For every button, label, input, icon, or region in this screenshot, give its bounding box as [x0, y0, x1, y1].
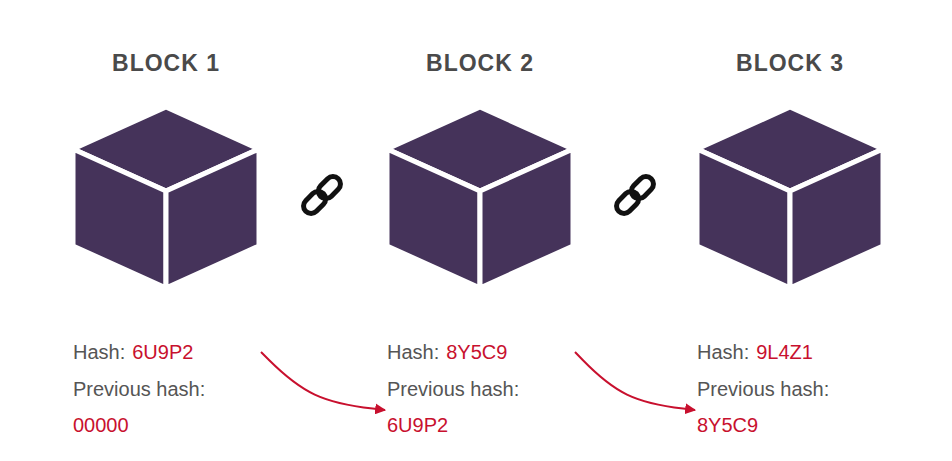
chain-ring [628, 173, 656, 201]
block-heading: BLOCK 1 [71, 50, 261, 77]
cube-face [790, 149, 883, 288]
hash-row: Hash: 6U9P2 [73, 340, 200, 364]
block-heading: BLOCK 3 [695, 50, 885, 77]
hash-label: Hash: [73, 340, 125, 364]
cube-face [697, 149, 790, 288]
hash-row: Previous hash: [697, 377, 836, 401]
hash-value: 6U9P2 [387, 413, 448, 437]
hash-label: Hash: [387, 340, 439, 364]
hash-row: 8Y5C9 [697, 413, 765, 437]
cube-face [480, 149, 573, 288]
hash-row: 00000 [73, 413, 136, 437]
chain-link-icon [300, 173, 343, 216]
hash-row: 6U9P2 [387, 413, 455, 437]
hash-label: Previous hash: [697, 377, 829, 401]
hash-value: 00000 [73, 413, 129, 437]
block-node: BLOCK 3 Hash: 9L4Z1Previous hash: 8Y5C9 [695, 40, 885, 440]
cube-face [166, 149, 259, 288]
block-node: BLOCK 2 Hash: 8Y5C9Previous hash: 6U9P2 [385, 40, 575, 440]
hash-label: Previous hash: [387, 377, 519, 401]
block-cube [387, 107, 573, 288]
hash-label: Previous hash: [73, 377, 205, 401]
hash-row: Previous hash: [73, 377, 212, 401]
hash-label: Hash: [697, 340, 749, 364]
block-cube [73, 107, 259, 288]
hash-value: 8Y5C9 [697, 413, 758, 437]
block-cube [697, 107, 883, 288]
block-heading: BLOCK 2 [385, 50, 575, 77]
cube-face [387, 149, 480, 288]
block-node: BLOCK 1 Hash: 6U9P2Previous hash: 00000 [71, 40, 261, 440]
hash-link-arrow [575, 352, 695, 410]
hash-link-arrow [261, 352, 385, 410]
hash-row: Hash: 8Y5C9 [387, 340, 514, 364]
chain-ring [613, 188, 641, 216]
hash-value: 8Y5C9 [446, 340, 507, 364]
chain-ring [300, 188, 328, 216]
cube-face [73, 149, 166, 288]
chain-ring [315, 173, 343, 201]
hash-row: Previous hash: [387, 377, 526, 401]
hash-row: Hash: 9L4Z1 [697, 340, 820, 364]
chain-link-icon [613, 173, 656, 216]
hash-value: 9L4Z1 [756, 340, 813, 364]
hash-value: 6U9P2 [132, 340, 193, 364]
